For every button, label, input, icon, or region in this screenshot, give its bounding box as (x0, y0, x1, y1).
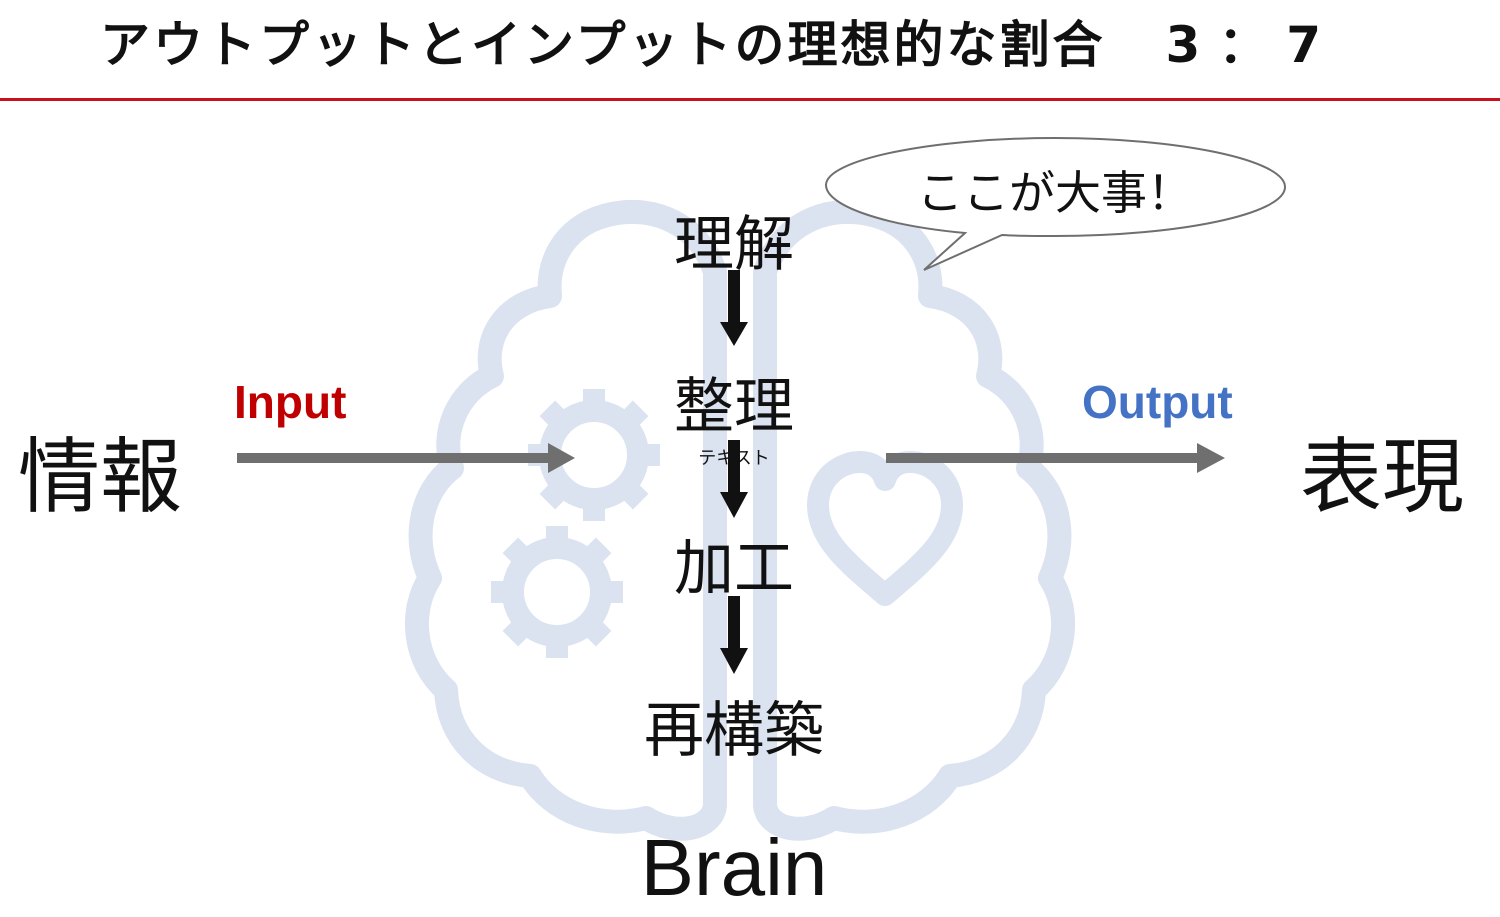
input-arrow (237, 443, 575, 473)
step-arrow (720, 440, 748, 518)
step-arrow (720, 596, 748, 674)
page-title: アウトプットとインプットの理想的な割合 3：7 (100, 10, 1339, 80)
step-process: 加工 (674, 534, 794, 604)
input-label: Input (234, 376, 347, 428)
right-label: 表現 (1300, 430, 1465, 525)
bubble-text: ここが大事！ (917, 166, 1193, 220)
title-text: アウトプットとインプットの理想的な割合 (100, 16, 1106, 74)
brain-outline-icon (404, 199, 1076, 841)
output-arrow (886, 443, 1225, 473)
speech-bubble (824, 136, 1287, 271)
title-ratio: 3：7 (1165, 16, 1340, 74)
brain-label: Brain (640, 823, 828, 912)
step-organize: 整理 (674, 372, 794, 442)
title-underline (0, 98, 1500, 101)
step-understand: 理解 (674, 210, 794, 280)
gear-icon (491, 526, 623, 658)
small-text: テキスト (698, 448, 770, 469)
output-label: Output (1082, 376, 1233, 428)
heart-icon (807, 451, 963, 606)
step-reconstruct: 再構築 (644, 696, 824, 766)
step-arrow (720, 270, 748, 346)
left-label: 情報 (18, 430, 183, 525)
